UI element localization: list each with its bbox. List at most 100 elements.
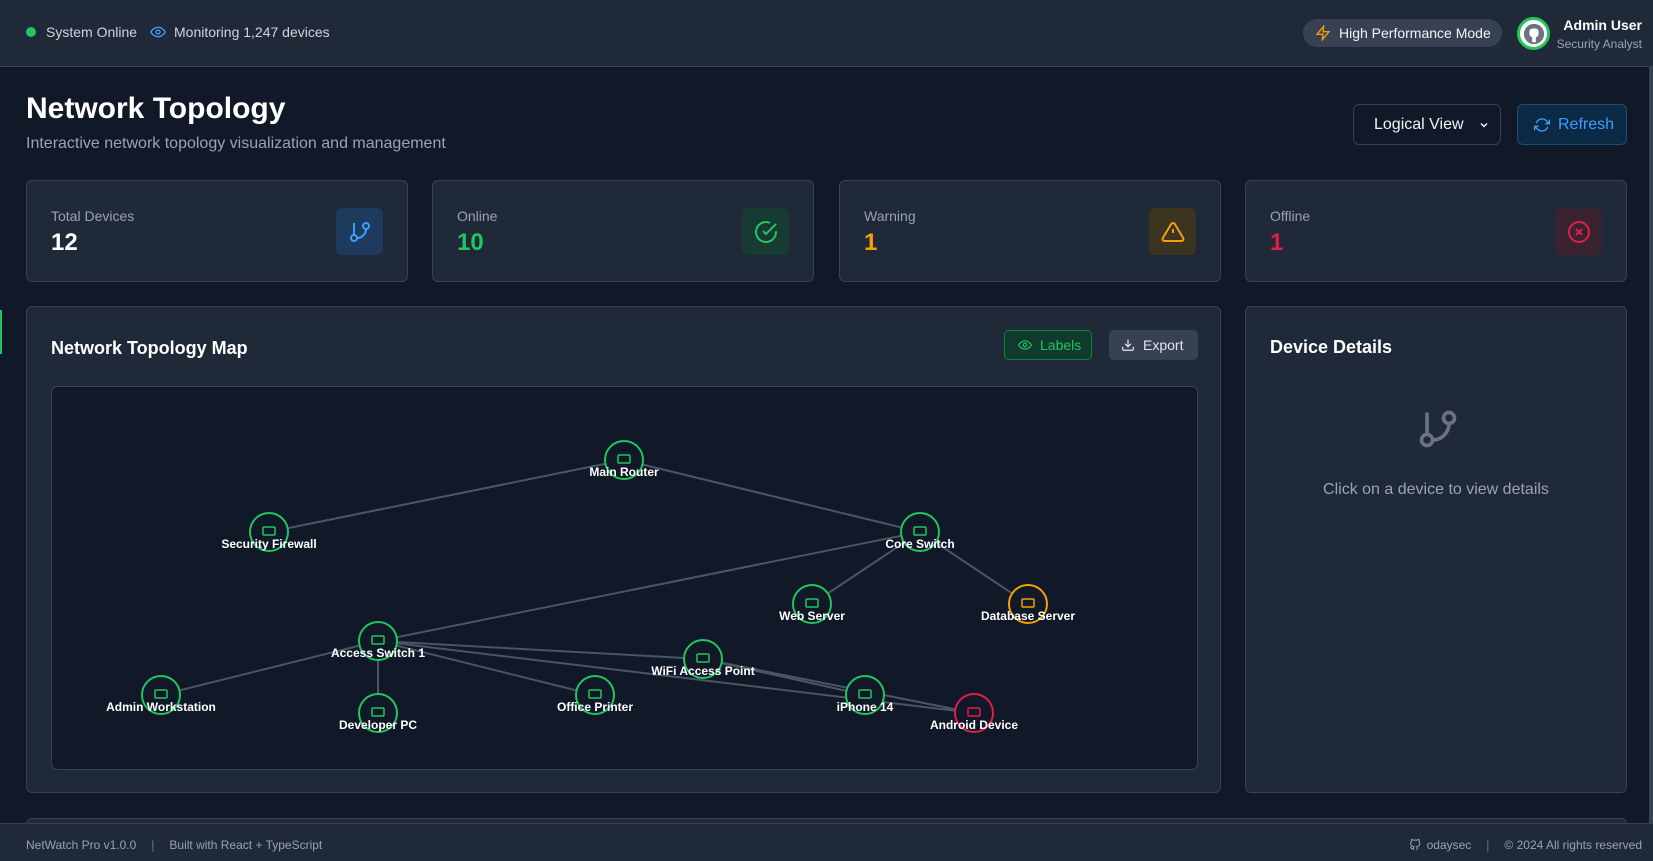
user-name: Admin User bbox=[1563, 17, 1642, 33]
topology-link bbox=[702, 658, 975, 714]
export-button-text: Export bbox=[1143, 337, 1184, 353]
topology-link bbox=[377, 531, 921, 642]
labels-toggle-button[interactable]: Labels bbox=[1004, 330, 1092, 360]
footer-author-link[interactable]: odaysec bbox=[1426, 838, 1472, 852]
stat-card-warning: Warning 1 bbox=[839, 180, 1221, 282]
export-button[interactable]: Export bbox=[1109, 330, 1198, 360]
topology-node-dev[interactable]: Developer PC bbox=[339, 693, 417, 733]
git-branch-icon bbox=[1416, 407, 1460, 456]
node-circle[interactable] bbox=[575, 675, 615, 715]
system-status-text: System Online bbox=[46, 24, 138, 40]
footer-built: Built with React + TypeScript bbox=[169, 838, 323, 852]
topology-node-wifi[interactable]: WiFi Access Point bbox=[651, 639, 755, 679]
topology-node-web[interactable]: Web Server bbox=[779, 584, 845, 624]
footer-separator: | bbox=[151, 838, 155, 852]
x-circle-icon bbox=[1555, 208, 1602, 255]
page-title: Network Topology bbox=[26, 92, 286, 125]
router-icon bbox=[617, 454, 631, 464]
topology-link bbox=[377, 640, 596, 696]
user-role: Security Analyst bbox=[1556, 37, 1642, 51]
switch-icon bbox=[371, 635, 385, 645]
topology-link bbox=[919, 531, 1029, 605]
github-icon bbox=[1523, 23, 1544, 44]
phone-icon bbox=[967, 707, 981, 717]
system-status: System Online bbox=[26, 24, 137, 40]
topology-link bbox=[811, 531, 921, 605]
topology-node-admin[interactable]: Admin Workstation bbox=[106, 675, 216, 715]
performance-mode-label: High Performance Mode bbox=[1339, 25, 1491, 41]
scrollbar[interactable] bbox=[1649, 67, 1653, 823]
lightning-icon bbox=[1315, 25, 1331, 41]
eye-icon bbox=[150, 26, 166, 38]
node-circle[interactable] bbox=[845, 675, 885, 715]
footer-version: NetWatch Pro v1.0.0 bbox=[26, 838, 137, 852]
wifi-icon bbox=[696, 653, 710, 663]
topology-node-iphone[interactable]: iPhone 14 bbox=[837, 675, 894, 715]
switch-icon bbox=[913, 526, 927, 536]
monitoring-status: Monitoring 1,247 devices bbox=[150, 24, 330, 40]
performance-mode-button[interactable]: High Performance Mode bbox=[1303, 19, 1502, 47]
node-circle[interactable] bbox=[954, 693, 994, 733]
avatar[interactable] bbox=[1517, 17, 1550, 50]
topology-node-access1[interactable]: Access Switch 1 bbox=[331, 621, 425, 661]
server-icon bbox=[1021, 598, 1035, 608]
node-label: Web Server bbox=[779, 609, 845, 623]
node-circle[interactable] bbox=[792, 584, 832, 624]
stat-label: Total Devices bbox=[51, 208, 135, 224]
stat-value: 1 bbox=[1270, 229, 1284, 256]
node-circle[interactable] bbox=[358, 621, 398, 661]
node-circle[interactable] bbox=[1008, 584, 1048, 624]
node-label: iPhone 14 bbox=[837, 700, 894, 714]
left-accent bbox=[0, 310, 2, 354]
stat-label: Offline bbox=[1270, 208, 1311, 224]
topology-link bbox=[268, 459, 625, 533]
monitoring-text: Monitoring 1,247 devices bbox=[174, 24, 330, 40]
footer-separator: | bbox=[1486, 838, 1490, 852]
topology-title: Network Topology Map bbox=[51, 338, 248, 358]
topology-node-core[interactable]: Core Switch bbox=[885, 512, 955, 552]
topology-node-printer[interactable]: Office Printer bbox=[557, 675, 633, 715]
topology-node-android[interactable]: Android Device bbox=[930, 693, 1018, 733]
node-circle[interactable] bbox=[683, 639, 723, 679]
node-label: Admin Workstation bbox=[106, 700, 216, 714]
node-label: Office Printer bbox=[557, 700, 633, 714]
topology-node-router[interactable]: Main Router bbox=[589, 440, 659, 480]
stat-value: 12 bbox=[51, 229, 78, 256]
monitor-icon bbox=[371, 707, 385, 717]
topology-panel: Network Topology Map Labels Export Main … bbox=[26, 306, 1221, 793]
github-icon bbox=[1409, 839, 1420, 850]
alert-triangle-icon bbox=[1149, 208, 1196, 255]
topology-link bbox=[623, 459, 921, 533]
view-select[interactable]: Logical View bbox=[1353, 104, 1501, 145]
topology-node-firewall[interactable]: Security Firewall bbox=[221, 512, 317, 552]
stat-label: Warning bbox=[864, 208, 916, 224]
node-circle[interactable] bbox=[358, 693, 398, 733]
topology-link bbox=[160, 640, 379, 696]
node-label: WiFi Access Point bbox=[651, 664, 754, 678]
stat-value: 1 bbox=[864, 229, 878, 256]
stat-label: Online bbox=[457, 208, 498, 224]
stat-card-online: Online 10 bbox=[432, 180, 814, 282]
node-label: Main Router bbox=[589, 465, 659, 479]
node-circle[interactable] bbox=[249, 512, 289, 552]
page-subtitle: Interactive network topology visualizati… bbox=[26, 135, 446, 152]
refresh-button[interactable]: Refresh bbox=[1517, 104, 1627, 145]
node-circle[interactable] bbox=[900, 512, 940, 552]
device-details-empty-text: Click on a device to view details bbox=[1323, 481, 1549, 498]
node-circle[interactable] bbox=[604, 440, 644, 480]
stat-card-total: Total Devices 12 bbox=[26, 180, 408, 282]
phone-icon bbox=[858, 689, 872, 699]
node-circle[interactable] bbox=[141, 675, 181, 715]
status-dot bbox=[26, 27, 36, 37]
topology-node-db[interactable]: Database Server bbox=[981, 584, 1075, 624]
labels-button-text: Labels bbox=[1040, 337, 1082, 353]
stat-value: 10 bbox=[457, 229, 484, 256]
node-label: Developer PC bbox=[339, 718, 417, 732]
chevron-down-icon bbox=[1480, 122, 1488, 128]
node-label: Access Switch 1 bbox=[331, 646, 425, 660]
node-label: Security Firewall bbox=[221, 537, 316, 551]
top-bar: System Online Monitoring 1,247 devices H… bbox=[0, 0, 1653, 67]
footer: NetWatch Pro v1.0.0 | Built with React +… bbox=[0, 823, 1653, 861]
